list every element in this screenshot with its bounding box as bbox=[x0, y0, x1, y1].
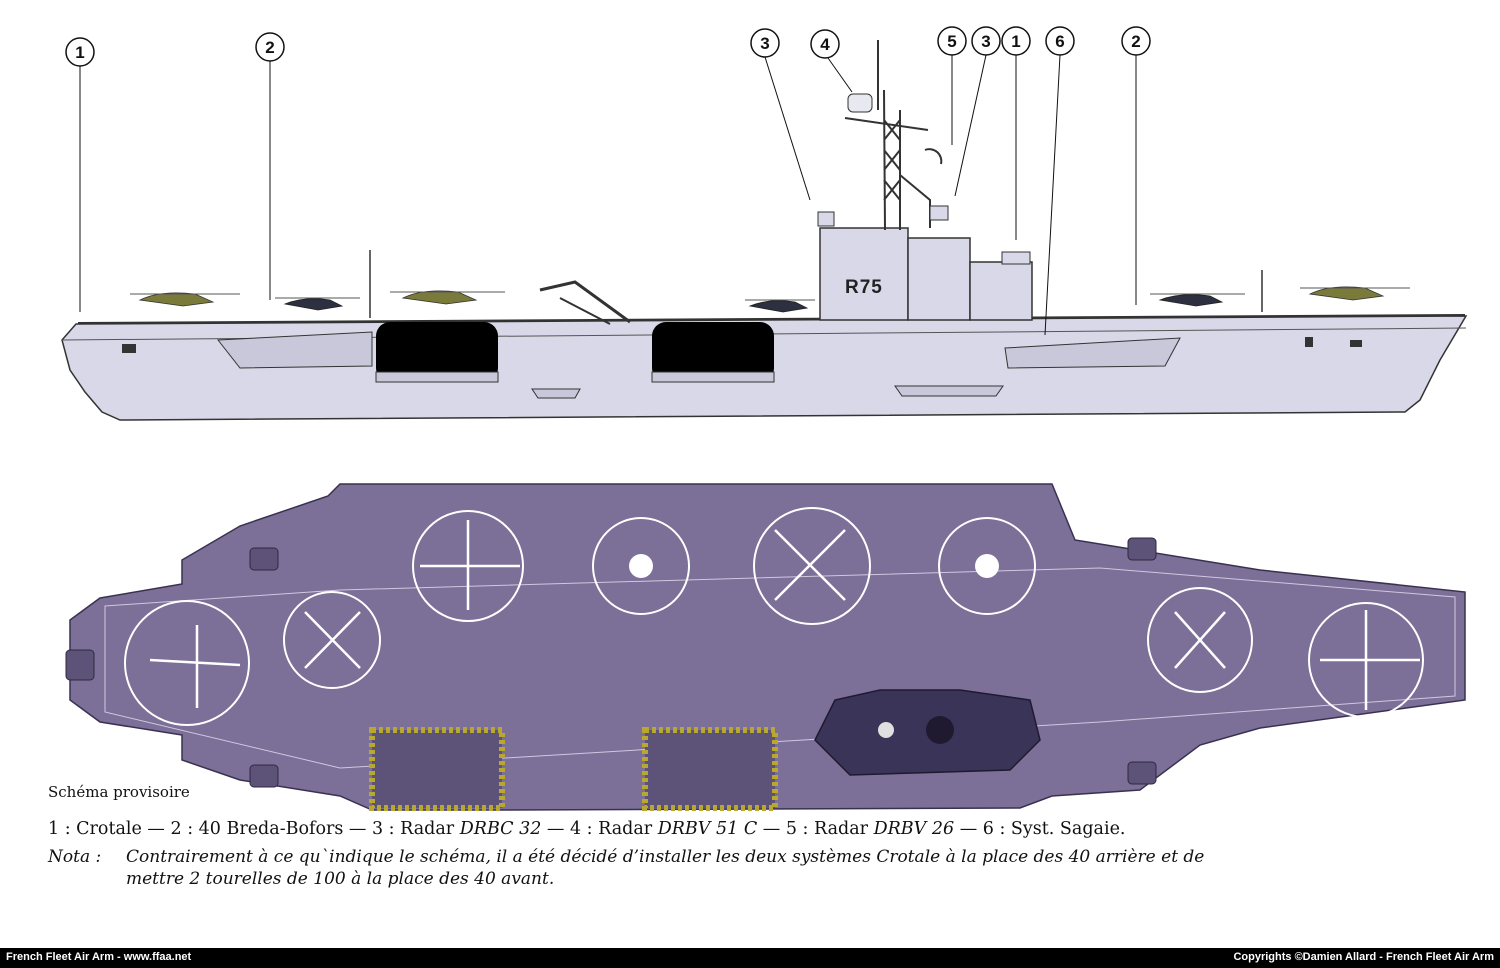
helicopter-dark bbox=[283, 294, 1224, 313]
footer-site-credit: French Fleet Air Arm - www.ffaa.net bbox=[6, 951, 192, 963]
helicopter-green bbox=[138, 286, 1385, 307]
legend-text: 1 : Crotale — 2 : 40 Breda-Bofors — 3 : … bbox=[48, 819, 460, 839]
callout-4 bbox=[810, 29, 840, 59]
legend-radar-drbv-51c: DRBV 51 C bbox=[657, 819, 758, 839]
legend-radar-drbc-32: DRBC 32 bbox=[459, 819, 542, 839]
callout-label: 6 bbox=[1055, 32, 1064, 51]
flight-deck bbox=[69, 483, 1466, 811]
callout-label: 1 bbox=[1011, 32, 1020, 51]
nota: Nota : Contrairement à ce qu`indique le s… bbox=[48, 846, 1478, 890]
callout-label: 3 bbox=[760, 34, 769, 53]
island: R75 bbox=[817, 40, 1033, 321]
footer-bar: French Fleet Air Arm - www.ffaa.net Copy… bbox=[0, 948, 1500, 968]
footer-copyright: Copyrights ©Damien Allard - French Fleet… bbox=[1233, 951, 1494, 963]
helicopters-plan bbox=[149, 520, 1420, 710]
callout-label: 1 bbox=[75, 43, 84, 62]
hangar-opening-fwd bbox=[652, 322, 774, 382]
callouts bbox=[65, 26, 1151, 67]
legend: 1 : Crotale — 2 : 40 Breda-Bofors — 3 : … bbox=[48, 819, 1478, 839]
landing-spots bbox=[124, 507, 1424, 726]
radar-drbv-51c bbox=[847, 93, 873, 113]
side-profile: R75 bbox=[61, 26, 1468, 421]
hull-number: R75 bbox=[845, 277, 883, 298]
callout-label: 2 bbox=[1131, 32, 1140, 51]
callout-label: 3 bbox=[981, 32, 990, 51]
legend-text: — 4 : Radar bbox=[541, 819, 658, 839]
schema-provisoire-label: Schéma provisoire bbox=[48, 783, 190, 801]
legend-text: — 6 : Syst. Sagaie. bbox=[954, 819, 1126, 839]
nota-line-1: Contrairement à ce qu`indique le schéma,… bbox=[126, 847, 1205, 867]
elevators bbox=[369, 727, 778, 811]
hangar-opening-aft bbox=[376, 322, 498, 382]
legend-text: — 5 : Radar bbox=[757, 819, 874, 839]
callout-label: 4 bbox=[820, 35, 830, 54]
nota-line-2: mettre 2 tourelles de 100 à la place des… bbox=[126, 869, 555, 889]
legend-radar-drbv-26: DRBV 26 bbox=[873, 819, 955, 839]
nota-label: Nota : bbox=[48, 847, 102, 867]
plan-view bbox=[65, 483, 1466, 811]
callout-label: 2 bbox=[265, 38, 274, 57]
callout-label: 5 bbox=[947, 32, 956, 51]
